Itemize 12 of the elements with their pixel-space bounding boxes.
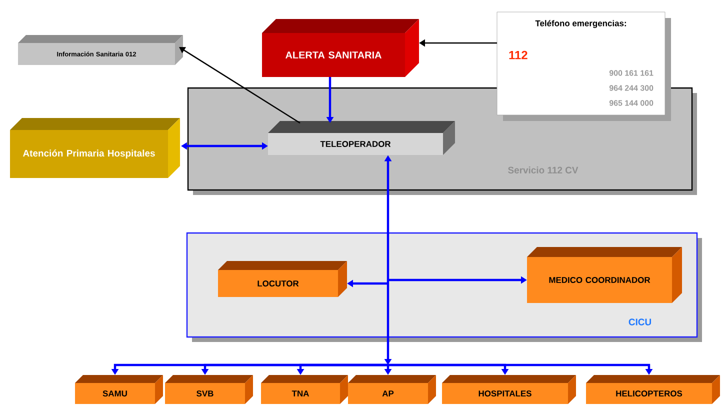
alert-box: ALERTA SANITARIA (262, 19, 419, 77)
unit-box: MEDICO COORDINADOR (527, 247, 682, 303)
arrow (179, 47, 300, 124)
unit-box: TNA (261, 375, 348, 404)
unit-box: HOSPITALES (442, 375, 576, 404)
unit-box: SVB (165, 375, 253, 404)
unit-box: HELICOPTEROS (586, 375, 720, 404)
care-box: Atención Primaria Hospitales (10, 118, 180, 178)
unit-box: LOCUTOR (218, 261, 347, 297)
operator-box: TELEOPERADOR (268, 121, 455, 155)
unit-box: AP (348, 375, 436, 404)
unit-box: SAMU (75, 375, 163, 404)
